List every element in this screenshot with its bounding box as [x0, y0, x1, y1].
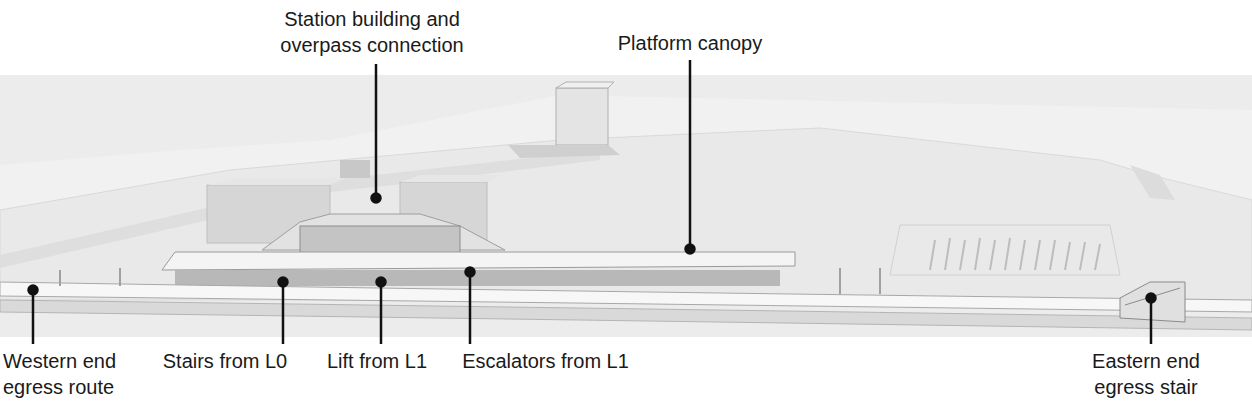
cutting: [890, 225, 1120, 275]
post: [879, 268, 881, 294]
callout-label: Lift from L1: [312, 348, 442, 374]
callout-label: Station building and overpass connection: [262, 6, 482, 58]
hatch: [945, 238, 950, 270]
callout-label: Western end egress route: [3, 348, 138, 400]
leader-dot: [372, 194, 381, 203]
leader-dot: [29, 286, 38, 295]
building-roof: [207, 178, 345, 185]
post: [119, 268, 121, 286]
hatch: [960, 240, 965, 270]
stair-structure: [1120, 282, 1185, 322]
leader-line: [380, 282, 383, 344]
hatch: [1035, 240, 1040, 270]
leader-dot: [1147, 294, 1156, 303]
leader-dot: [466, 268, 475, 277]
canopy-shadow: [175, 270, 780, 286]
leader-line: [32, 290, 35, 344]
hatch: [1020, 240, 1025, 270]
tower-top: [556, 82, 614, 88]
post: [839, 268, 841, 294]
hatch: [1095, 244, 1100, 270]
hatch: [1050, 240, 1055, 270]
stair-rail: [1125, 288, 1180, 305]
leader-lines: [29, 60, 1156, 344]
station-glazing: [300, 226, 460, 254]
callout-label: Stairs from L0: [150, 348, 300, 374]
hatch: [1005, 238, 1010, 270]
hatch: [930, 240, 935, 270]
background-ground: [0, 75, 1252, 337]
leader-dot: [279, 278, 288, 287]
leader-line: [282, 282, 285, 344]
leader-line: [1150, 298, 1153, 344]
terrain: [0, 95, 1252, 300]
hatch: [975, 238, 980, 270]
leader-line: [375, 64, 378, 198]
hatch: [1080, 242, 1085, 270]
hatch: [1065, 242, 1070, 270]
leader-dot: [377, 278, 386, 287]
building-roof: [400, 175, 500, 182]
hatch: [990, 240, 995, 270]
embankment-hatching: [930, 238, 1100, 270]
post: [59, 270, 61, 286]
callout-label: Eastern end egress stair: [1080, 348, 1212, 400]
overpass-opening: [340, 160, 370, 178]
callout-label: Escalators from L1: [448, 348, 643, 374]
track: [0, 300, 1252, 330]
platform-canopy: [162, 252, 795, 270]
overpass-road: [0, 150, 600, 268]
tower: [556, 88, 608, 145]
tower-base: [508, 145, 620, 158]
terrain-mound: [1130, 165, 1175, 200]
leader-line: [469, 272, 472, 344]
leader-line: [689, 60, 692, 249]
eastern-stair: [1120, 282, 1185, 322]
leader-dot: [686, 245, 695, 254]
terrain-slope: [0, 128, 1252, 300]
callout-label: Platform canopy: [595, 30, 785, 56]
